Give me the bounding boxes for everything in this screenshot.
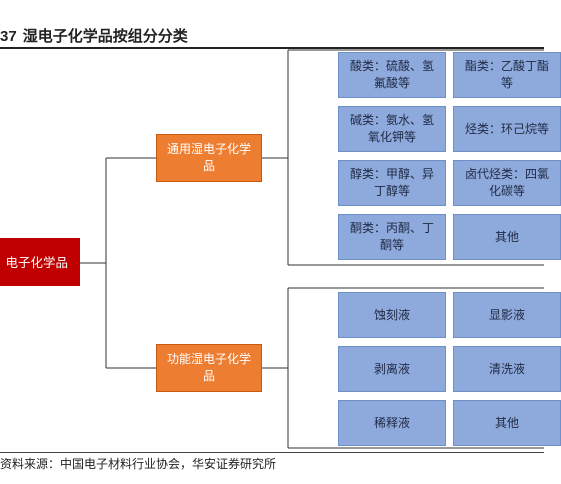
figure-title: 37 湿电子化学品按组分分类	[0, 26, 188, 46]
title-rule	[0, 47, 544, 49]
figure-title-text: 湿电子化学品按组分分类	[22, 27, 188, 45]
group-1-item: 醇类：甲醇、异丁醇等	[338, 160, 446, 206]
group-1-item: 酯类：乙酸丁酯等	[453, 52, 561, 98]
group-2-item: 稀释液	[338, 400, 446, 446]
group-2-item: 清洗液	[453, 346, 561, 392]
group-2-item: 显影液	[453, 292, 561, 338]
source-note: 资料来源：中国电子材料行业协会，华安证券研究所	[0, 457, 277, 471]
group-2-item: 蚀刻液	[338, 292, 446, 338]
group-2-node: 功能湿电子化学品	[156, 344, 262, 392]
group-1-item: 卤代烃类：四氯化碳等	[453, 160, 561, 206]
group-1-item: 酸类：硫酸、氢氟酸等	[338, 52, 446, 98]
figure-number: 37	[0, 28, 17, 45]
group-2-item: 剥离液	[338, 346, 446, 392]
group-1-node: 通用湿电子化学品	[156, 134, 262, 182]
group-1-item: 其他	[453, 214, 561, 260]
connector-lines	[80, 49, 544, 449]
root-node: 电子化学品	[0, 238, 80, 286]
source-rule	[0, 452, 544, 453]
group-1-item: 碱类：氨水、氢氧化钾等	[338, 106, 446, 152]
group-1-item: 烃类：环己烷等	[453, 106, 561, 152]
group-2-item: 其他	[453, 400, 561, 446]
group-1-item: 酮类：丙酮、丁酮等	[338, 214, 446, 260]
